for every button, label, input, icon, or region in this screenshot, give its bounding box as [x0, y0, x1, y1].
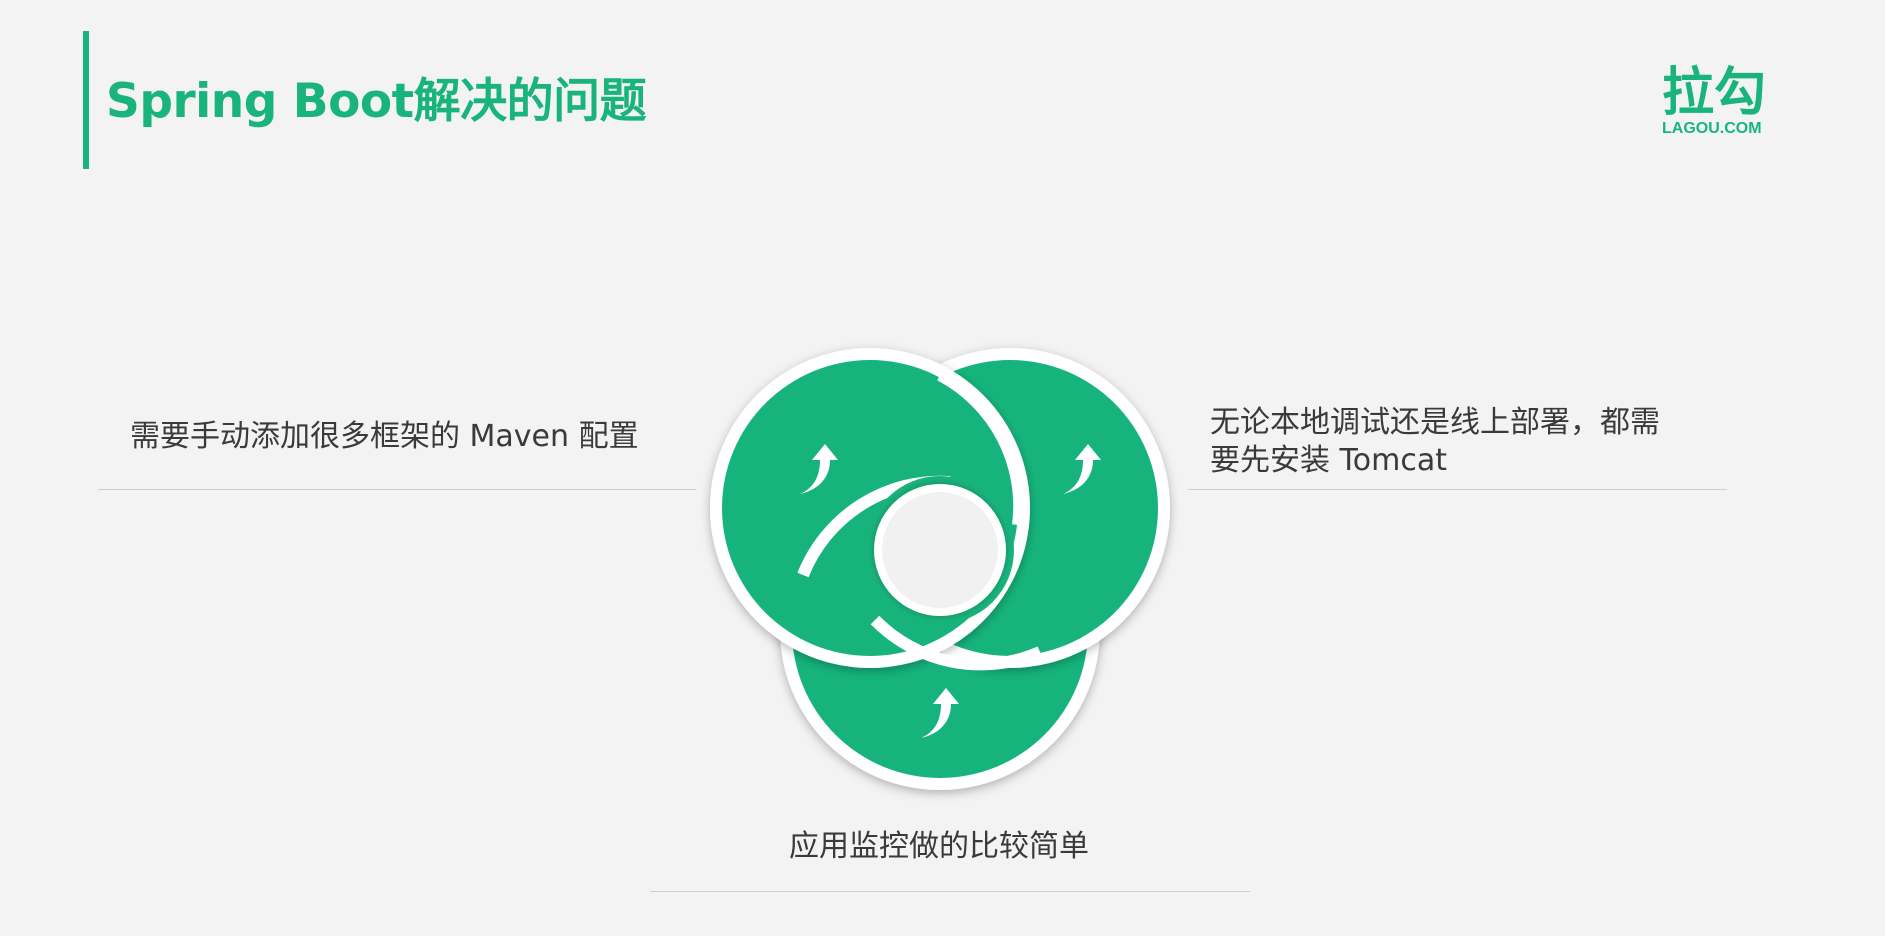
logo-chinese: 拉勾 [1662, 63, 1767, 123]
arrow-up-right-icon [1063, 444, 1101, 494]
title-accent-bar [83, 31, 89, 169]
cycle-overlap-right [870, 615, 1043, 671]
logo-english: LAGOU.COM [1662, 120, 1762, 137]
divider-right [1188, 489, 1727, 490]
lagou-logo: 拉勾 LAGOU.COM [1662, 64, 1774, 138]
cycle-diagram [710, 348, 1170, 790]
divider-left [98, 489, 696, 490]
cycle-overlap-left [937, 369, 1026, 526]
point-maven-config: 需要手动添加很多框架的 Maven 配置 [130, 419, 639, 454]
cycle-center-ring [866, 476, 1014, 624]
divider-bottom [650, 891, 1250, 892]
arrow-up-bottom-icon [921, 688, 959, 738]
point-tomcat-line1: 无论本地调试还是线上部署，都需 [1210, 405, 1660, 440]
point-tomcat: 无论本地调试还是线上部署，都需 要先安装 Tomcat [1210, 404, 1660, 480]
point-tomcat-line2: 要先安装 Tomcat [1210, 443, 1447, 478]
arrow-up-left-icon [800, 444, 838, 494]
page-title: Spring Boot解决的问题 [106, 74, 647, 129]
point-monitoring: 应用监控做的比较简单 [789, 829, 1089, 864]
